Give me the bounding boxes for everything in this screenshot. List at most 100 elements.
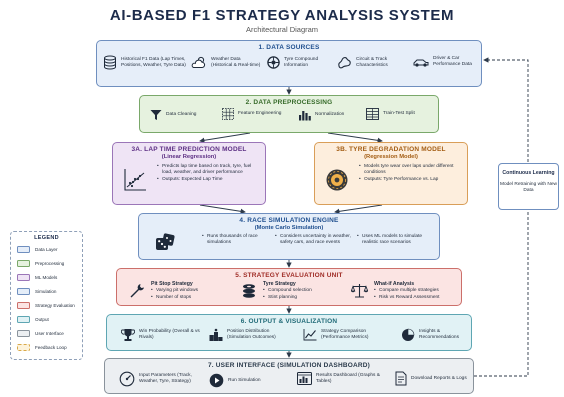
race-simulation-box: 4. RACE SIMULATION ENGINE (Monte Carlo S… <box>138 213 440 260</box>
arrow-s2-s3b <box>327 132 383 144</box>
legend-item: ML Models <box>17 274 57 281</box>
output-visualization-box: 6. OUTPUT & VISUALIZATION Win Probabilit… <box>106 314 472 351</box>
data-source-driver-car: Driver & Car Performance Data <box>413 56 481 68</box>
legend-label: Data Layer <box>35 247 58 252</box>
preprocess-cleaning: Data Cleaning <box>150 109 212 121</box>
arrow-s3a-s4 <box>199 204 246 214</box>
arrow-s3b-s4 <box>334 204 383 215</box>
circuit-icon <box>337 56 352 69</box>
simulation-bullet-2: Considers uncertainty in weather, safety… <box>275 234 351 247</box>
data-sources-title: 1. DATA SOURCES <box>258 44 320 51</box>
data-source-historical: Historical F1 Data (Lap Times, Positions… <box>103 55 189 70</box>
legend-swatch <box>17 288 30 295</box>
page-subtitle: Architectural Diagram <box>245 25 319 34</box>
dice-icon <box>155 233 175 253</box>
cloud-sun-icon <box>191 56 207 69</box>
ui-run-simulation[interactable]: Run Simulation <box>209 373 285 388</box>
output-win-probability: Win Probability (Overall & vs Rivals) <box>121 328 203 342</box>
output-strategy-comparison: Strategy Comparison (Performance Metrics… <box>303 328 395 341</box>
lap-time-model-bullets: Predicts lap time based on track, tyre, … <box>157 164 261 185</box>
legend-label: Output <box>35 317 49 322</box>
continuous-learning-desc: Model Retraining with New Data <box>499 182 558 194</box>
legend-item: Output <box>17 316 49 323</box>
output-position-distribution: Position Distribution (Simulation Outcom… <box>209 328 293 342</box>
data-source-tyre: Tyre Compound Information <box>267 56 333 69</box>
dashboard-icon <box>297 372 312 385</box>
race-simulation-title: 4. RACE SIMULATION ENGINE <box>239 217 339 224</box>
preprocess-normalization: Normalization <box>298 109 360 121</box>
scales-icon <box>351 283 368 299</box>
pie-chart-icon <box>401 328 415 342</box>
legend-swatch <box>17 330 30 337</box>
grid-icon <box>222 108 234 120</box>
data-sources-box: 1. DATA SOURCES Historical F1 Data (Lap … <box>96 40 482 87</box>
ui-results-dashboard[interactable]: Results Dashboard (Graphs & Tables) <box>297 372 383 385</box>
lap-time-model-box: 3A. LAP TIME PREDICTION MODEL (Linear Re… <box>112 142 266 205</box>
legend-item: Preprocessing <box>17 260 64 267</box>
strategy-group-pit-stop: Pit Stop Strategy Varying pit windows Nu… <box>129 281 233 303</box>
user-interface-box: 7. USER INTERFACE (SIMULATION DASHBOARD)… <box>104 358 474 394</box>
output-visualization-title: 6. OUTPUT & VISUALIZATION <box>240 318 338 325</box>
continuous-learning-title: Continuous Learning <box>502 170 555 176</box>
legend-swatch <box>17 260 30 267</box>
preprocess-feature-engineering: Feature Engineering <box>222 108 284 120</box>
database-icon <box>103 55 117 70</box>
strategy-evaluation-title: 5. STRATEGY EVALUATION UNIT <box>235 272 343 279</box>
trophy-icon <box>121 328 135 342</box>
arrow-s2-s3a <box>199 132 251 143</box>
legend-label: Strategy Evaluation <box>35 303 75 308</box>
legend-swatch <box>17 246 30 253</box>
table-icon <box>366 108 379 120</box>
bar-chart-icon <box>298 109 311 121</box>
simulation-bullet-1: Runs thousands of race simulations <box>202 234 270 247</box>
legend-label: Preprocessing <box>35 261 65 266</box>
strategy-evaluation-box: 5. STRATEGY EVALUATION UNIT Pit Stop Str… <box>116 268 462 306</box>
legend-title: LEGEND <box>34 235 59 241</box>
ui-download-reports[interactable]: Download Reports & Logs <box>395 371 471 386</box>
filter-icon <box>150 109 162 121</box>
strategy-group-tyre: Tyre Strategy Compound selection Stint p… <box>241 281 345 303</box>
tyre-icon <box>325 168 349 192</box>
ui-input-parameters[interactable]: Input Parameters (Track, Weather, Tyre, … <box>119 371 203 387</box>
legend-swatch <box>17 302 30 309</box>
user-interface-title: 7. USER INTERFACE (SIMULATION DASHBOARD) <box>207 362 371 369</box>
race-simulation-subtitle: (Monte Carlo Simulation) <box>254 225 324 231</box>
output-insights: Insights & Recommendations <box>401 328 469 342</box>
data-source-weather: Weather Data (Historical & Real-time) <box>191 56 261 69</box>
tyre-degradation-model-bullets: Models tyre wear over laps under differe… <box>359 164 463 185</box>
legend-item: Simulation <box>17 288 56 295</box>
simulation-bullet-3: Uses ML models to simulate realistic rac… <box>357 234 435 247</box>
legend-swatch <box>17 316 30 323</box>
strategy-group-what-if: What-if Analysis Compare multiple strate… <box>351 281 459 303</box>
legend-swatch <box>17 274 30 281</box>
data-preprocessing-title: 2. DATA PREPROCESSING <box>245 99 333 106</box>
play-icon <box>209 373 224 388</box>
preprocess-train-test-split: Train-Test Split <box>366 108 430 120</box>
tyre-degradation-model-box: 3B. TYRE DEGRADATION MODEL (Regression M… <box>314 142 468 205</box>
legend-swatch <box>17 344 30 351</box>
line-chart-icon <box>303 328 317 341</box>
continuous-learning-box: Continuous Learning Model Retraining wit… <box>498 163 559 210</box>
car-icon <box>413 57 429 67</box>
document-icon <box>395 371 407 386</box>
page-title: AI-BASED F1 STRATEGY ANALYSIS SYSTEM <box>109 7 455 24</box>
data-preprocessing-box: 2. DATA PREPROCESSING Data Cleaning Feat… <box>139 95 439 133</box>
legend-label: Simulation <box>35 289 57 294</box>
podium-icon <box>209 328 223 342</box>
feedback-loop-path <box>474 60 529 377</box>
legend-item: Data Layer <box>17 246 57 253</box>
tyre-degradation-model-title: 3B. TYRE DEGRADATION MODEL <box>336 146 446 153</box>
tyre-degradation-model-subtitle: (Regression Model) <box>364 154 418 160</box>
tyre-stack-icon <box>241 283 257 299</box>
legend-label: ML Models <box>35 275 58 280</box>
gauge-icon <box>119 371 135 387</box>
scatter-trend-icon <box>123 168 147 192</box>
legend-item: Feedback Loop <box>17 344 67 351</box>
legend-label: Feedback Loop <box>35 345 67 350</box>
wrench-icon <box>129 283 145 299</box>
legend-item: Strategy Evaluation <box>17 302 75 309</box>
legend-item: User Interface <box>17 330 64 337</box>
lap-time-model-title: 3A. LAP TIME PREDICTION MODEL <box>131 146 247 153</box>
